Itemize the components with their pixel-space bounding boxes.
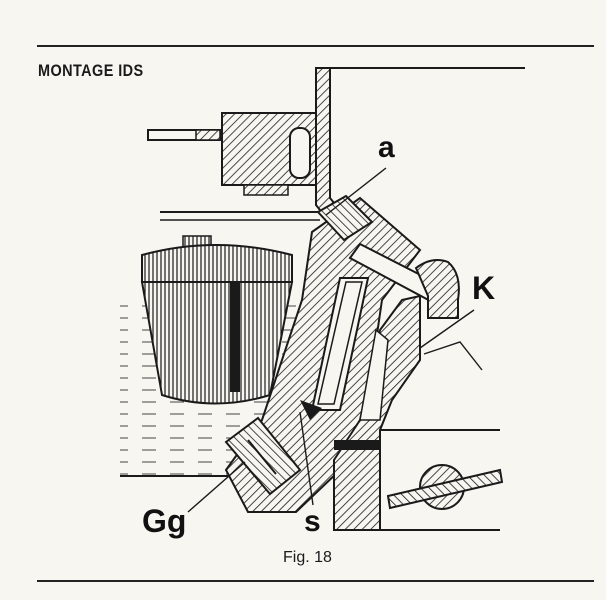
- top-nut-block: [221, 112, 319, 196]
- top-rule: [37, 45, 594, 47]
- top-left-tube: [147, 129, 221, 141]
- page-heading: MONTAGE IDS: [38, 61, 144, 80]
- float-chamber-lines: [160, 211, 320, 221]
- main-jet: [224, 416, 302, 496]
- leader-lines: [187, 167, 483, 513]
- figure-caption: Fig. 18: [283, 549, 332, 566]
- label-s: s: [304, 505, 321, 538]
- housing-wall: [315, 67, 525, 531]
- label-Gg: Gg: [142, 503, 187, 539]
- emulsion-tube-body: [224, 196, 422, 513]
- right-housing: [333, 259, 460, 531]
- air-corrector-screw: [316, 194, 374, 242]
- throttle-shaft: [386, 464, 504, 510]
- label-K: K: [472, 270, 496, 306]
- label-a: a: [378, 131, 395, 164]
- bottom-rule: [37, 580, 594, 582]
- float: [140, 235, 294, 405]
